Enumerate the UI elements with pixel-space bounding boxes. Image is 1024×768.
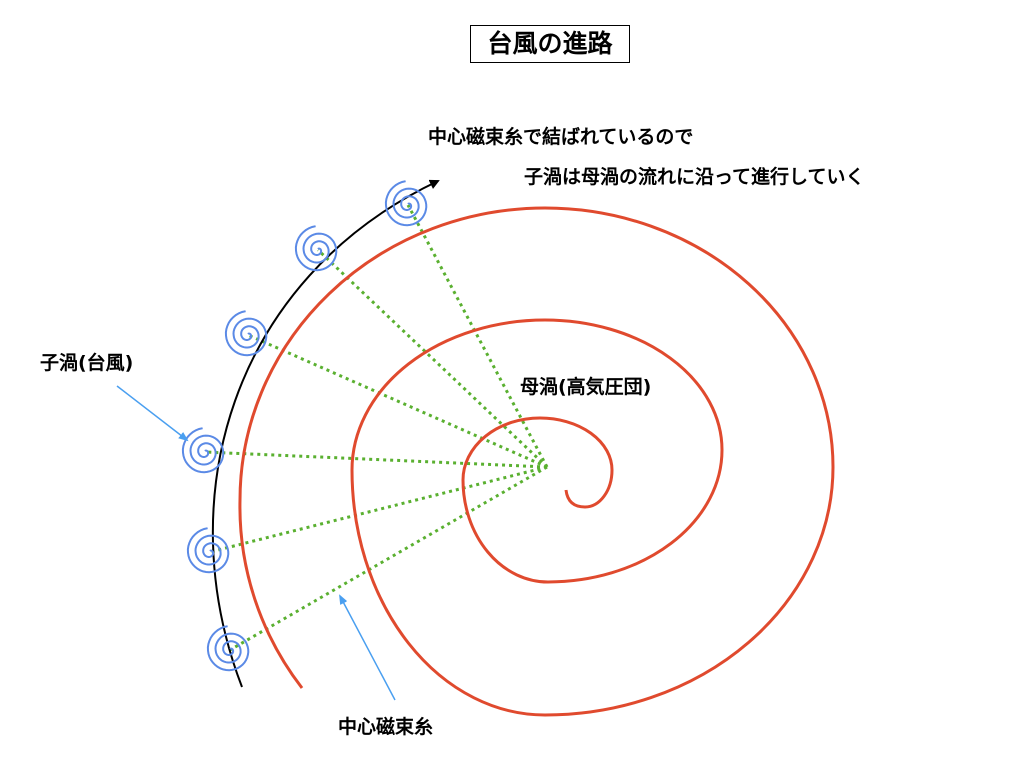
mother-vortex-label: 母渦(高気圧団) xyxy=(520,376,652,398)
link-line xyxy=(229,465,548,652)
green-link-lines xyxy=(204,204,549,652)
child-vortex-spiral xyxy=(384,180,428,227)
child-vortex-spiral xyxy=(206,625,250,672)
child-vortex-spiral xyxy=(224,310,268,357)
annotation-line-2: 子渦は母渦の流れに沿って進行していく xyxy=(524,166,865,188)
link-line xyxy=(209,465,548,554)
link-line xyxy=(316,248,549,469)
link-line xyxy=(247,333,548,469)
child-vortex-spiral xyxy=(294,225,338,272)
flux-line-pointer-arrow xyxy=(339,594,396,701)
child-vortex-spiral xyxy=(181,427,225,474)
flux-line-label: 中心磁束糸 xyxy=(338,716,434,738)
link-line xyxy=(406,204,549,468)
child-vortex-spiral xyxy=(186,527,230,574)
typhoon-path-arrow xyxy=(211,179,440,688)
child-vortex-pointer-arrow xyxy=(116,385,189,442)
mother-vortex-spiral xyxy=(238,206,835,717)
link-line xyxy=(204,450,548,469)
child-vortex-label: 子渦(台風) xyxy=(40,352,134,374)
annotation-line-1: 中心磁束糸で結ばれているので xyxy=(428,126,694,148)
child-vortices xyxy=(181,180,428,672)
diagram-title: 台風の進路 xyxy=(470,25,630,63)
